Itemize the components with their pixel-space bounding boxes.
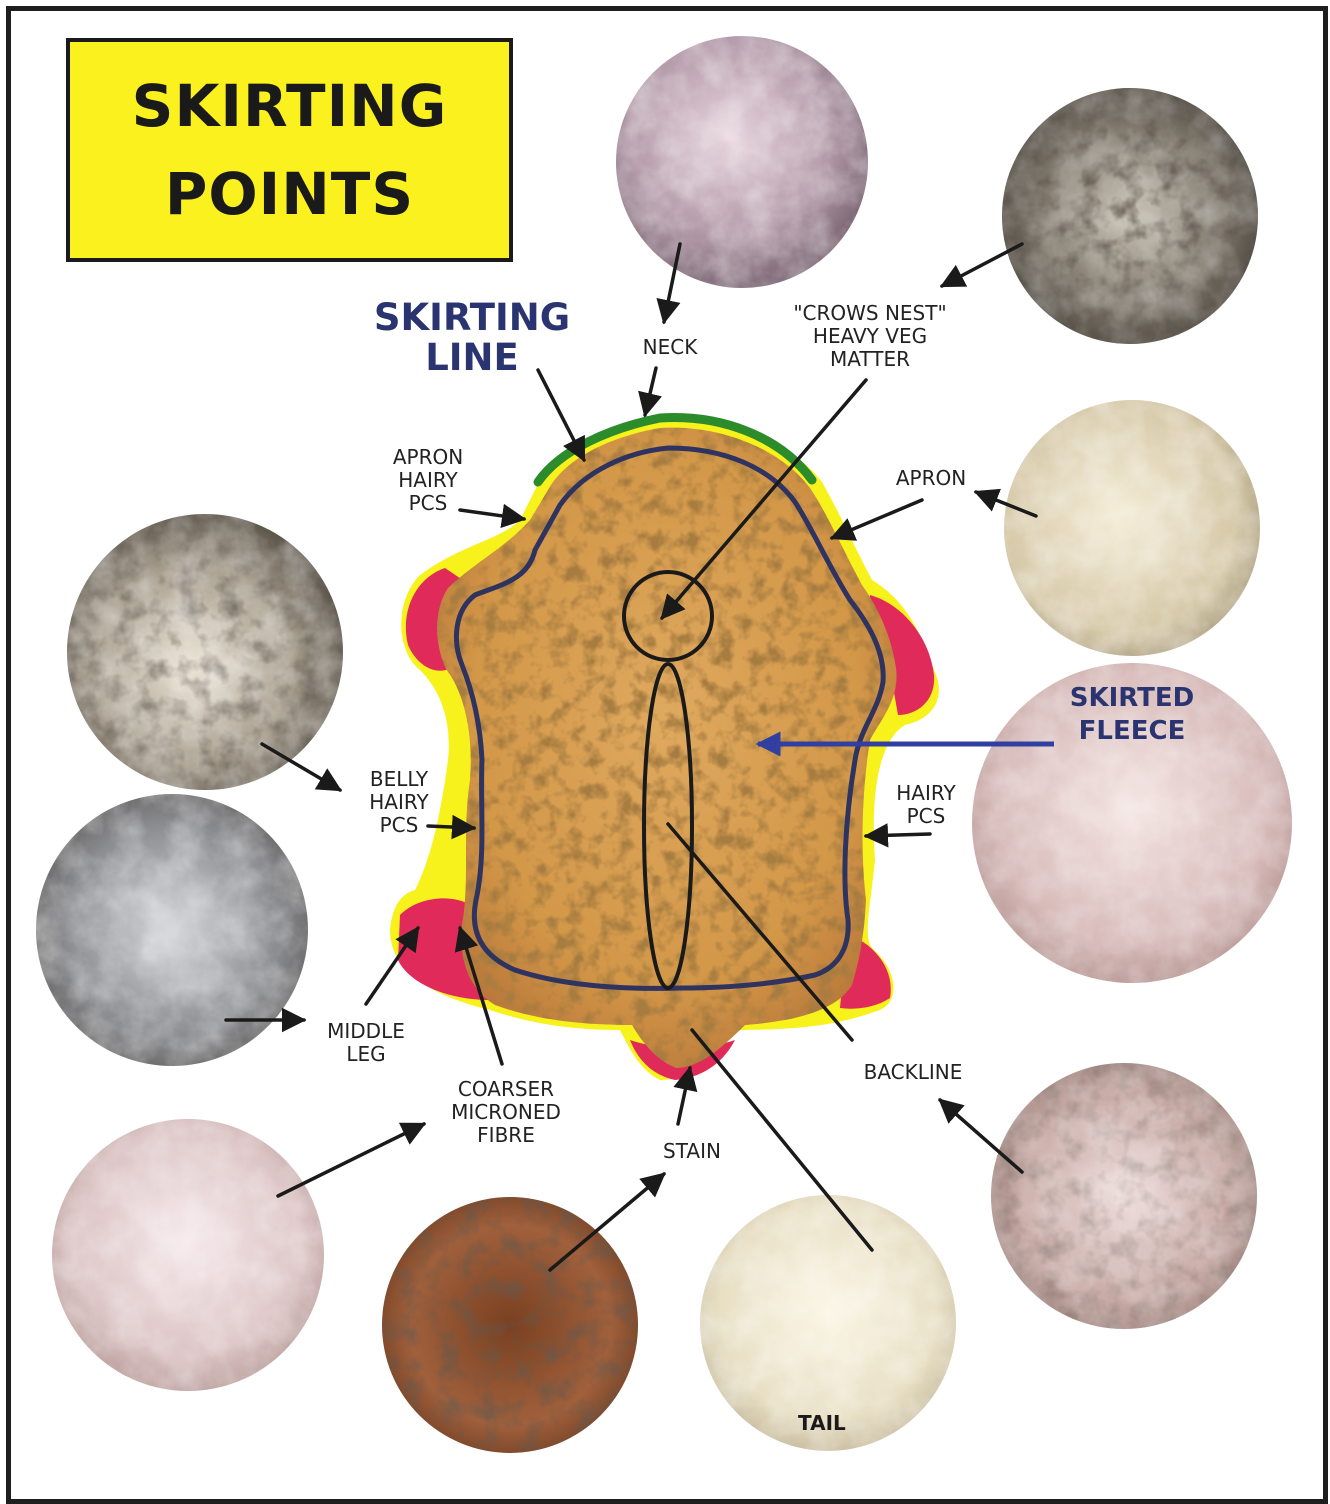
hairy-pcs-label: HAIRY PCS	[870, 782, 982, 828]
skirted-fleece-label-2: FLEECE	[1052, 715, 1212, 748]
title-box: SKIRTING POINTS	[66, 38, 513, 262]
coarser-label-2: MICRONED	[424, 1101, 588, 1124]
stain-label: STAIN	[632, 1140, 752, 1163]
arrow-neck	[645, 368, 656, 415]
crows-nest-label-2: HEAVY VEG	[770, 325, 970, 348]
skirted-fleece-label: SKIRTED FLEECE	[1052, 682, 1212, 747]
backline-label: BACKLINE	[838, 1061, 988, 1084]
title-line-2: POINTS	[165, 150, 414, 238]
skirting-line-label: SKIRTING LINE	[352, 298, 592, 378]
tail-label: TAIL	[798, 1411, 846, 1435]
belly-hairy-label-3: PCS	[344, 814, 454, 837]
fleece-specks	[437, 428, 896, 1068]
crows-nest-label-1: "CROWS NEST"	[770, 302, 970, 325]
middle-leg-photo	[36, 794, 308, 1066]
crows-nest-photo	[1002, 88, 1258, 344]
hairy-pcs-label-1: HAIRY	[870, 782, 982, 805]
skirted-fleece-label-1: SKIRTED	[1052, 682, 1212, 715]
arrow-crows-photo	[942, 244, 1022, 286]
skirting-line-label-1: SKIRTING	[352, 298, 592, 338]
apron-photo	[1004, 400, 1260, 656]
arrow-coarser-photo	[278, 1124, 424, 1196]
apron-label: APRON	[876, 467, 986, 490]
coarser-photo	[52, 1119, 324, 1391]
belly-photo	[67, 514, 343, 790]
belly-hairy-label: BELLY HAIRY PCS	[344, 768, 454, 837]
coarser-label: COARSER MICRONED FIBRE	[424, 1078, 588, 1147]
stain-photo	[382, 1197, 638, 1453]
arrow-apron	[832, 500, 922, 538]
crows-nest-label-3: MATTER	[770, 348, 970, 371]
apron-hairy-label: APRON HAIRY PCS	[372, 446, 484, 515]
coarser-label-1: COARSER	[424, 1078, 588, 1101]
backline-photo	[991, 1063, 1257, 1329]
skirting-line-label-2: LINE	[352, 338, 592, 378]
arrow-skirting-line	[538, 370, 584, 460]
belly-hairy-label-2: HAIRY	[344, 791, 454, 814]
arrow-hairy-pcs	[866, 834, 930, 836]
crows-nest-label: "CROWS NEST" HEAVY VEG MATTER	[770, 302, 970, 371]
coarser-label-3: FIBRE	[424, 1124, 588, 1147]
apron-hairy-label-1: APRON	[372, 446, 484, 469]
belly-hairy-label-1: BELLY	[344, 768, 454, 791]
middle-leg-label-1: MIDDLE	[306, 1020, 426, 1043]
apron-hairy-label-2: HAIRY	[372, 469, 484, 492]
neck-label: NECK	[610, 336, 730, 359]
middle-leg-label-2: LEG	[306, 1043, 426, 1066]
title-line-1: SKIRTING	[132, 62, 448, 150]
apron-hairy-label-3: PCS	[372, 492, 484, 515]
neck-photo	[616, 36, 868, 288]
hairy-pcs-label-2: PCS	[870, 805, 982, 828]
middle-leg-label: MIDDLE LEG	[306, 1020, 426, 1066]
